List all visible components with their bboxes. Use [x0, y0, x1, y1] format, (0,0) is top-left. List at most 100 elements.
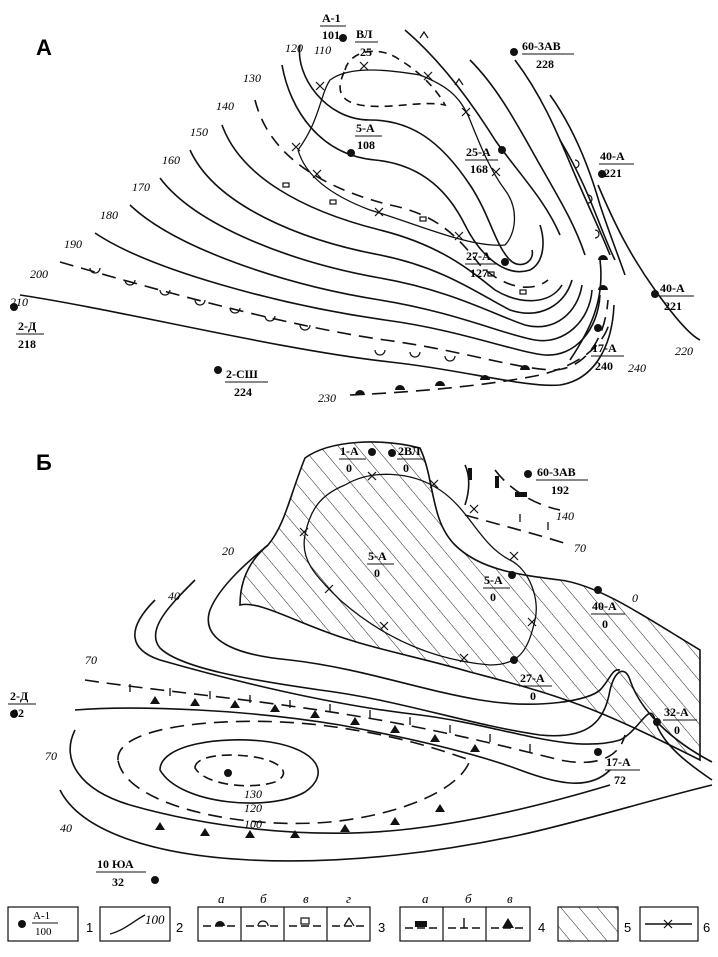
- well-name: 2-СШ: [226, 367, 258, 381]
- contour-label: 130: [244, 787, 262, 801]
- contour-ne-4: [549, 94, 626, 276]
- contour-70-upper-dashed: [464, 514, 571, 546]
- legend-number: 3: [378, 920, 385, 935]
- well-40-a-lower: 40-А 221: [651, 281, 694, 313]
- well-name: 10 ЮА: [97, 857, 134, 871]
- contour-70-left: [69, 729, 611, 834]
- well-name: 25-А: [466, 145, 491, 159]
- well-value: 127: [470, 266, 488, 280]
- legend-item-well: А-1 100 1: [7, 906, 93, 942]
- well-value: 221: [604, 166, 622, 180]
- legend-sub: а: [218, 891, 225, 906]
- legend-sub: а: [422, 891, 429, 906]
- well-name: ВЛ: [356, 27, 373, 41]
- well-name: 32-А: [664, 705, 689, 719]
- panel-a-boundary-marks: [89, 30, 600, 362]
- panel-b-bar-marks: [468, 468, 527, 497]
- contour-far-right: [559, 139, 616, 261]
- contour-190: [94, 232, 601, 356]
- legend: А-1 100 1 100 2 а б в г: [7, 891, 710, 942]
- legend-sub: б: [465, 891, 472, 906]
- panel-b-contour-labels: 20 40 70 140 70 0 70 70 130 120 100 40: [45, 509, 638, 835]
- well-name: 1-А: [340, 444, 359, 458]
- well-value: 224: [234, 385, 252, 399]
- well-value: 72: [614, 773, 626, 787]
- contour-label: 230: [318, 391, 336, 405]
- contour-ne-3: [514, 59, 611, 256]
- well-value: 0: [346, 461, 352, 475]
- well-27-a: 27-А 127: [465, 249, 509, 280]
- contour-b-ne-1: [464, 464, 470, 506]
- contour-140-dashed: [254, 99, 549, 288]
- contour-label: 140: [556, 509, 574, 523]
- well-2-d: 2-Д 218: [10, 303, 44, 351]
- well-name: 60-3АВ: [522, 39, 561, 53]
- well-2-d-b: 2-Д 92: [8, 689, 36, 720]
- contour-40-bottom: [59, 784, 713, 862]
- contour-230-dashed: [349, 319, 611, 396]
- panel-a-contours: [19, 29, 701, 396]
- well-name: 17-А: [592, 341, 617, 355]
- well-value: 92: [12, 706, 24, 720]
- well-5-a-b1: 5-А 0: [367, 549, 394, 580]
- legend-item-hatched: 5: [557, 906, 631, 942]
- contour-b-5: [74, 707, 611, 784]
- well-40-a-b: 40-А 0: [591, 586, 625, 631]
- legend-number: 6: [703, 920, 710, 935]
- contour-label: 120: [244, 801, 262, 815]
- well-value: 0: [374, 566, 380, 580]
- panel-a-wells: А-1 101 ВЛ 25 60-3АВ 228 5-А 108: [10, 11, 694, 399]
- legend-item-pinchouts: а б в 4: [399, 891, 545, 942]
- well-value: 0: [674, 723, 680, 737]
- contour-label: 170: [132, 180, 150, 194]
- well-value: 0: [602, 617, 608, 631]
- contour-160: [189, 149, 573, 314]
- panel-b-wells: 1-А 0 2ВЛ 0 60-3АВ 192 5-А 0: [8, 444, 697, 889]
- contour-180: [129, 204, 593, 342]
- well-value: 240: [595, 359, 613, 373]
- contour-label: 20: [222, 544, 234, 558]
- contour-label: 70: [85, 653, 97, 667]
- well-a-1: А-1 101: [320, 11, 347, 42]
- well-name: 5-А: [484, 573, 503, 587]
- well-name: 2-Д: [18, 319, 37, 333]
- panel-a: А: [10, 11, 701, 405]
- contour-inner-130: [194, 754, 285, 787]
- contour-label: 140: [216, 99, 234, 113]
- panel-a-letter: А: [36, 35, 52, 60]
- contour-220: [597, 184, 701, 341]
- contour-label: 200: [30, 267, 48, 281]
- legend-sub: в: [303, 891, 309, 906]
- contour-20: [207, 544, 621, 705]
- well-name: 5-А: [368, 549, 387, 563]
- well-name: 27-А: [520, 671, 545, 685]
- contour-210: [19, 294, 615, 387]
- contour-inner-120: [159, 739, 319, 804]
- contour-240: [569, 259, 602, 361]
- well-name: 60-3АВ: [537, 465, 576, 479]
- contour-110-closed: [339, 50, 447, 108]
- contour-150: [221, 124, 563, 302]
- well-value: 0: [490, 590, 496, 604]
- well-name: 40-А: [660, 281, 685, 295]
- contour-label: 180: [100, 208, 118, 222]
- legend-number: 1: [86, 920, 93, 935]
- well-name: 17-А: [606, 755, 631, 769]
- legend-number: 2: [176, 920, 183, 935]
- contour-70-dashed: [84, 679, 626, 764]
- legend-sub: б: [260, 891, 267, 906]
- well-25-a: 25-А 168: [465, 145, 506, 176]
- well-vl: ВЛ 25: [355, 27, 378, 59]
- contour-inner-100-dashed: [117, 720, 472, 825]
- legend-item-contour: 100 2: [99, 906, 183, 942]
- well-value: 218: [18, 337, 36, 351]
- contour-label: 70: [45, 749, 57, 763]
- well-name: 40-А: [592, 599, 617, 613]
- well-value: 25: [360, 45, 372, 59]
- contour-170: [159, 177, 583, 328]
- well-name: 40-А: [600, 149, 625, 163]
- panel-a-cross-line: [291, 61, 516, 246]
- panel-b-triangle-marks: [150, 696, 480, 838]
- well-dot-inner: [224, 769, 232, 777]
- contour-label: 240: [628, 361, 646, 375]
